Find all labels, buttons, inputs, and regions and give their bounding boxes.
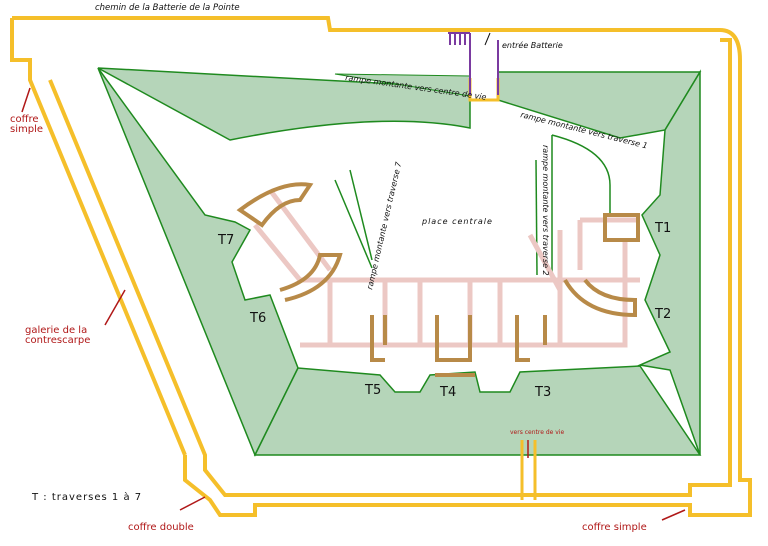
- road-label: chemin de la Batterie de la Pointe: [95, 3, 240, 13]
- glacis: [97, 67, 702, 457]
- traverse-t4: T4: [439, 385, 456, 400]
- coffre-double-label: coffre double: [128, 522, 194, 533]
- vers-centre-label: vers centre de vie: [510, 429, 564, 436]
- traverse-t6: T6: [249, 311, 266, 326]
- coffre-simple-label-2: coffre simple: [582, 522, 647, 533]
- entrance-arrow: [484, 32, 491, 46]
- ramp-t7-label: rampe montante vers traverse 7: [365, 160, 403, 290]
- traverse-t7: T7: [217, 233, 234, 248]
- galerie-label-1: galerie de la: [25, 325, 87, 336]
- galerie-label-2: contrescarpe: [25, 335, 90, 346]
- annotation-arrows: [21, 87, 686, 521]
- entrance-gate: [448, 32, 499, 95]
- ramp-lines: [334, 134, 611, 276]
- entrance-label: entrée Batterie: [502, 40, 563, 50]
- coffre-simple-label-1a: coffre: [10, 114, 39, 125]
- traverse-t1: T1: [654, 221, 671, 236]
- ruins: [253, 188, 640, 348]
- traverses: [236, 182, 640, 377]
- ramp-t2-label: rampe montante vers traverse 2: [541, 145, 550, 276]
- legend-label: T : traverses 1 à 7: [31, 491, 142, 503]
- traverse-t5: T5: [364, 383, 381, 398]
- place-label: place centrale: [421, 217, 493, 226]
- traverse-t2: T2: [654, 307, 671, 322]
- traverse-t3: T3: [534, 385, 551, 400]
- coffre-simple-label-1b: simple: [10, 124, 43, 135]
